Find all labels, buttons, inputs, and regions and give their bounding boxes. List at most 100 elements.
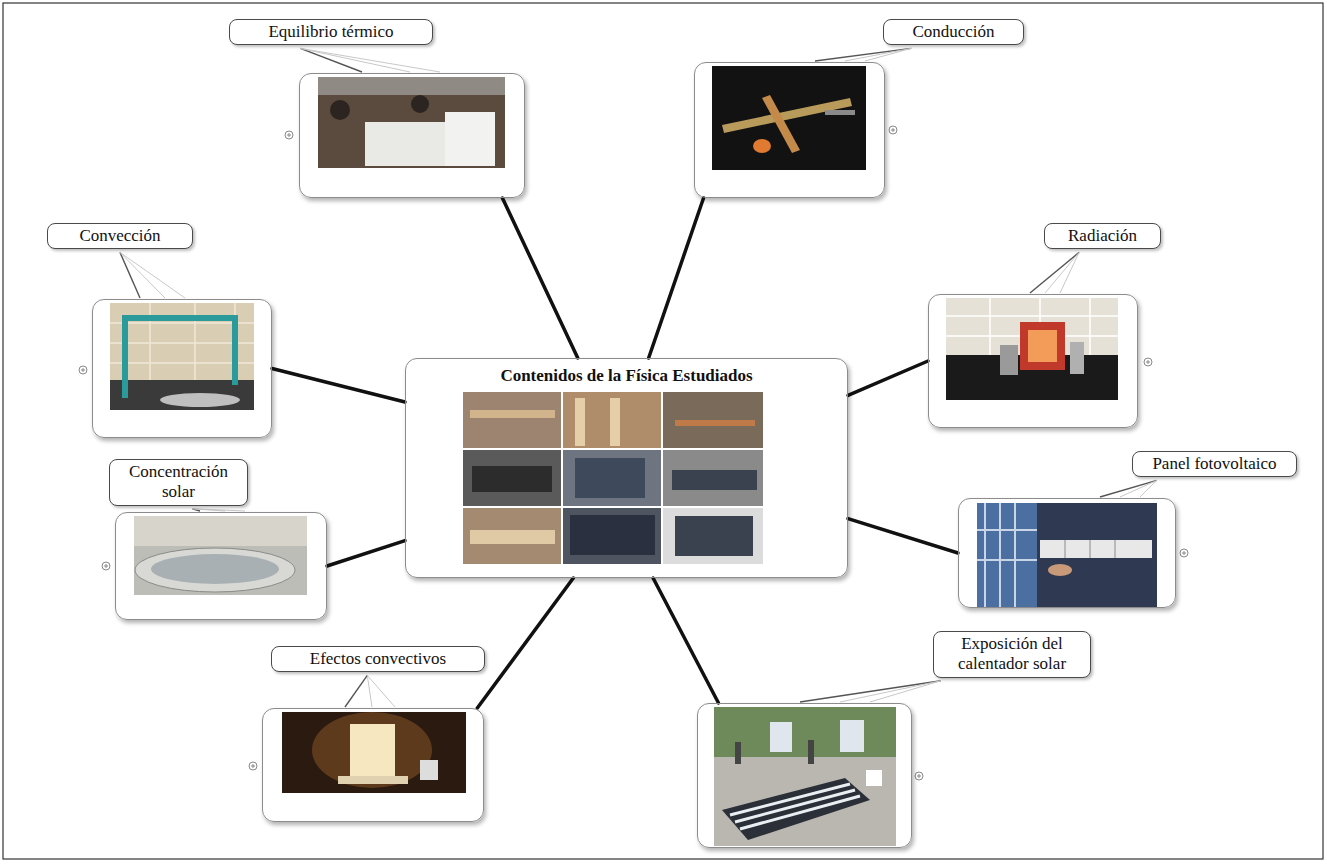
photo-detail xyxy=(675,420,755,426)
branch-line xyxy=(272,369,405,403)
photo xyxy=(463,392,561,448)
branch-line xyxy=(848,519,958,553)
photo-detail xyxy=(420,760,438,780)
photo-card: Equilibrio térmico xyxy=(299,73,525,198)
photo-lamp xyxy=(282,712,466,793)
branch-line xyxy=(649,198,704,358)
photo xyxy=(563,508,661,564)
photo xyxy=(463,450,561,506)
photo-detail xyxy=(411,95,429,113)
photo xyxy=(946,298,1118,400)
leader-line xyxy=(120,252,165,298)
leader-line xyxy=(367,675,395,707)
photo-detail xyxy=(470,530,555,544)
expand-icon xyxy=(915,772,923,780)
photo-detail xyxy=(1065,540,1115,558)
leader-line xyxy=(1030,252,1079,293)
expand-icon xyxy=(79,366,87,374)
expand-icon xyxy=(1180,549,1188,557)
leader-line xyxy=(845,48,911,61)
photo-card: Concentración solar xyxy=(115,512,327,620)
photo xyxy=(563,450,661,506)
leader-line xyxy=(120,252,185,298)
photo xyxy=(977,503,1157,607)
photo xyxy=(282,712,466,793)
expand-icon xyxy=(285,131,293,139)
leader-line xyxy=(345,675,367,707)
callout-label: Panel fotovoltaico xyxy=(1132,451,1297,477)
photo xyxy=(663,392,763,448)
photo xyxy=(663,508,763,564)
callout-label: Equilibrio térmico xyxy=(229,19,433,45)
photo-detail xyxy=(472,466,552,492)
callout-label: Efectos convectivos xyxy=(271,646,485,672)
photo xyxy=(563,392,661,448)
expand-icon xyxy=(889,126,897,134)
photo-detail xyxy=(825,110,855,115)
expand-icon xyxy=(102,562,110,570)
photo xyxy=(663,450,763,506)
expand-icon xyxy=(1146,360,1150,364)
card-ground xyxy=(262,708,484,822)
photo-detail xyxy=(570,515,655,555)
photo-detail xyxy=(445,112,495,166)
photo-detail xyxy=(714,707,896,757)
leader-line xyxy=(1045,252,1079,293)
photo-detail xyxy=(1000,345,1018,375)
photo-detail xyxy=(977,503,1037,607)
branch-line xyxy=(653,578,718,703)
photo-detail xyxy=(840,720,864,752)
card-ground xyxy=(115,512,327,620)
photo xyxy=(714,707,896,846)
central-title: Contenidos de la Física Estudiados xyxy=(406,359,847,386)
photo xyxy=(318,77,505,168)
callout-label: Radiación xyxy=(1044,223,1161,249)
branch-line xyxy=(327,541,405,566)
expand-icon xyxy=(1182,551,1186,555)
central-topic-box: Contenidos de la Física Estudiados xyxy=(405,358,848,578)
photo-radiation xyxy=(946,298,1118,400)
card-ground xyxy=(405,358,826,578)
branch-line xyxy=(502,198,577,358)
photo xyxy=(712,66,866,170)
photo-detail xyxy=(134,516,307,546)
photo-detail xyxy=(1028,330,1057,362)
photo-detail xyxy=(135,548,295,592)
expand-icons xyxy=(79,126,1188,780)
photo-detail xyxy=(730,784,860,829)
photo-detail xyxy=(735,742,741,764)
photo-concentrator xyxy=(134,516,307,595)
photo-conduction xyxy=(712,66,866,170)
photo-card: Exposición del calentador solar xyxy=(697,703,912,848)
callout-label: Convección xyxy=(47,223,193,249)
callout-label: Concentración solar xyxy=(109,459,248,506)
photo-detail xyxy=(575,458,645,498)
photo xyxy=(134,516,307,595)
photo-detail xyxy=(575,398,585,446)
expand-icon xyxy=(891,128,895,132)
photo-convection xyxy=(110,303,254,410)
photo-detail xyxy=(610,398,620,446)
photo-detail xyxy=(770,722,792,752)
photo-detail xyxy=(977,503,1037,607)
photo xyxy=(463,508,561,564)
callout-label: Exposición del calentador solar xyxy=(933,631,1091,678)
photo-card: Convección xyxy=(92,299,272,438)
leader-line xyxy=(192,509,245,511)
photo-detail xyxy=(808,740,814,764)
card-ground xyxy=(958,498,1176,608)
branch-line xyxy=(848,361,928,395)
photo-card: Radiación xyxy=(928,294,1138,428)
photo-detail xyxy=(470,410,555,418)
card-ground xyxy=(697,703,912,848)
photo-detail xyxy=(1048,564,1072,576)
branch-line xyxy=(477,578,573,708)
photo-detail xyxy=(318,77,505,95)
leader-line xyxy=(300,48,362,72)
card-ground xyxy=(299,73,525,198)
leader-line xyxy=(1140,480,1157,497)
card-ground xyxy=(928,294,1138,428)
leader-line xyxy=(870,681,941,702)
